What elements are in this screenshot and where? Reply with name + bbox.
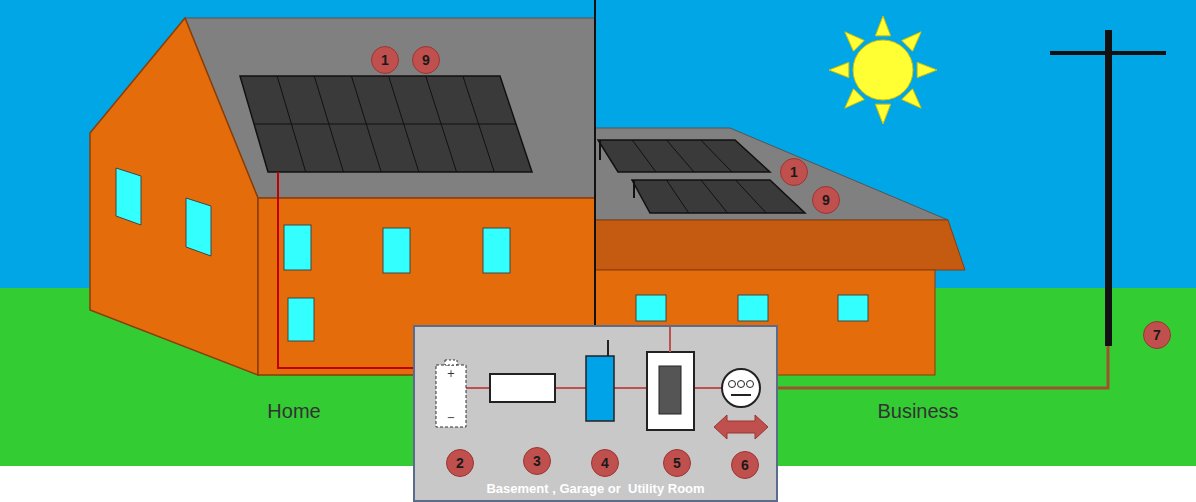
callout-number: 2 — [456, 456, 464, 470]
grid-wire — [760, 346, 1108, 388]
callout-circle: 4 — [591, 449, 619, 477]
home-gable-wall — [90, 18, 258, 375]
equipment-panel-ground — [414, 326, 777, 501]
sun-ray — [845, 32, 864, 51]
sun — [829, 16, 937, 124]
window — [738, 295, 768, 321]
room-caption: Basement , Garage or Utility Room — [415, 481, 776, 496]
callout-number: 4 — [601, 456, 609, 470]
panel-cell-line — [254, 124, 516, 125]
pole-crossbar — [1050, 51, 1166, 55]
panel-cell-line — [632, 140, 656, 172]
callout-circle: 3 — [523, 447, 551, 475]
callout-circle: 7 — [1143, 321, 1171, 349]
callout-number: 7 — [1153, 328, 1161, 342]
building-label: Home — [267, 400, 320, 423]
solar-panel — [632, 180, 805, 213]
sun-ray — [917, 62, 937, 77]
sun-ray — [902, 89, 921, 108]
panel-cell-line — [667, 180, 689, 213]
sun-ray — [902, 32, 921, 51]
window — [116, 168, 141, 225]
breaker-panel — [647, 352, 694, 430]
callout-number: 1 — [381, 53, 389, 67]
window — [186, 198, 211, 256]
callout-number: 9 — [822, 193, 830, 207]
window — [483, 228, 510, 273]
equipment-room-box: Basement , Garage or Utility Room 2 3 4 5 6 — [413, 325, 778, 502]
window — [383, 228, 410, 273]
utility-pole — [1105, 30, 1112, 346]
inverter — [586, 356, 614, 421]
solar-panels — [240, 76, 805, 213]
callout-circle: 5 — [663, 449, 691, 477]
sun-disc — [853, 40, 913, 100]
sun-ray — [845, 89, 864, 108]
callout-number: 1 — [790, 165, 798, 179]
battery-plus-symbol: + — [447, 368, 455, 379]
callout-circle: 1 — [371, 46, 399, 74]
solar-panel — [598, 140, 770, 172]
battery — [436, 365, 466, 427]
sun-ray — [875, 16, 890, 36]
solar-panel — [240, 76, 532, 172]
panel-cell-line — [701, 180, 728, 213]
panel-cell-line — [701, 140, 732, 172]
meter-dial — [738, 381, 745, 388]
callout-number: 3 — [533, 454, 541, 468]
window — [288, 298, 314, 341]
net-meter — [722, 369, 760, 407]
panel-cell-line — [667, 140, 695, 172]
panel-mount — [599, 140, 601, 160]
callout-circle: 2 — [446, 449, 474, 477]
window — [284, 225, 311, 270]
building-label: Business — [877, 400, 958, 423]
business-roof — [595, 128, 948, 220]
callout-number: 5 — [673, 456, 681, 470]
window — [636, 295, 666, 321]
callout-circle: 9 — [812, 186, 840, 214]
divider-line — [594, 0, 596, 326]
charge-controller — [490, 374, 555, 402]
window — [838, 295, 868, 321]
meter-readout — [731, 394, 751, 396]
battery-terminal — [445, 360, 457, 365]
panel-cell-line — [736, 180, 767, 213]
bidirectional-arrow — [714, 415, 768, 439]
inverter-antenna — [607, 340, 609, 356]
callout-number: 9 — [422, 53, 430, 67]
house-feed-wire — [669, 326, 671, 352]
callout-circle: 9 — [412, 46, 440, 74]
callout-number: 6 — [741, 458, 749, 472]
meter-dial — [729, 381, 736, 388]
breaker-switch — [659, 366, 681, 414]
meter-dial — [747, 381, 754, 388]
panel-mount — [633, 180, 635, 198]
sun-ray — [875, 104, 890, 124]
callout-circle: 1 — [780, 158, 808, 186]
sun-ray — [829, 62, 849, 77]
callout-circle: 6 — [731, 451, 759, 479]
battery-minus-symbol: − — [447, 412, 455, 423]
business-eave — [595, 220, 965, 270]
